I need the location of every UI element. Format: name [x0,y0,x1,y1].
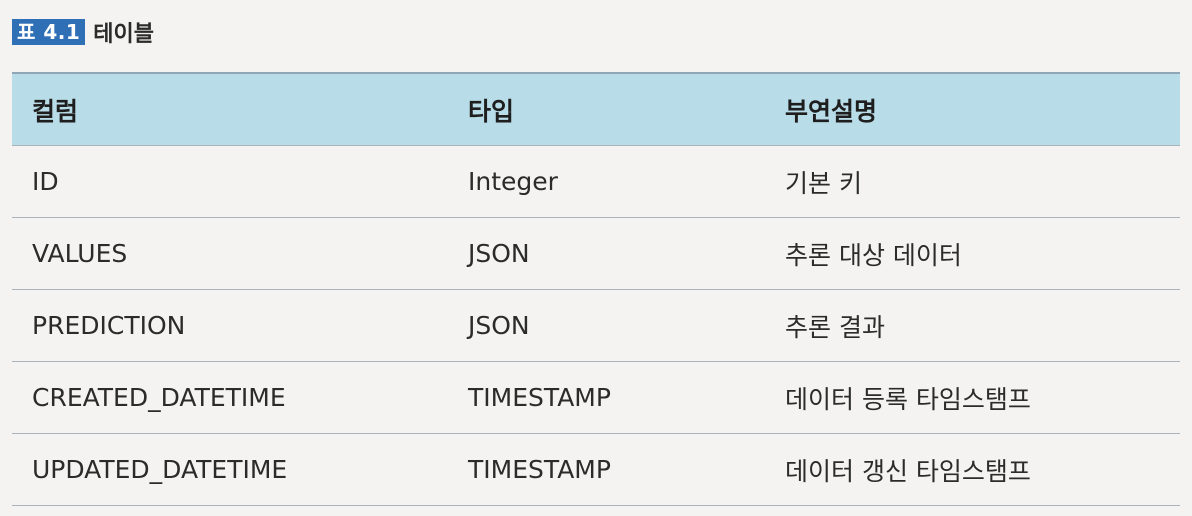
table-number-badge: 표 4.1 [12,19,86,45]
table-row: UPDATED_DATETIME TIMESTAMP 데이터 갱신 타임스탬프 [12,434,1180,506]
cell-type: JSON [468,311,530,340]
cell-column: PREDICTION [32,311,186,340]
header-column: 컬럼 [32,96,79,126]
cell-description: 데이터 등록 타임스탬프 [785,384,1031,414]
data-table: 컬럼 타입 부연설명 ID Integer 기본 키 VALUES JSON 추… [12,72,1180,506]
cell-column: ID [32,167,59,196]
cell-type: Integer [468,167,558,196]
cell-description: 추론 대상 데이터 [785,240,962,270]
table-row: CREATED_DATETIME TIMESTAMP 데이터 등록 타임스탬프 [12,362,1180,434]
table-row: VALUES JSON 추론 대상 데이터 [12,218,1180,290]
cell-column: CREATED_DATETIME [32,383,286,412]
cell-column: UPDATED_DATETIME [32,455,288,484]
table-title: 테이블 [93,22,155,47]
cell-type: TIMESTAMP [468,455,611,484]
table-row: PREDICTION JSON 추론 결과 [12,290,1180,362]
table-row: ID Integer 기본 키 [12,146,1180,218]
cell-column: VALUES [32,239,128,268]
table-caption: 표 4.1 테이블 [12,14,154,50]
cell-description: 기본 키 [785,168,862,198]
cell-description: 데이터 갱신 타임스탬프 [785,456,1031,486]
cell-type: TIMESTAMP [468,383,611,412]
cell-type: JSON [468,239,530,268]
cell-description: 추론 결과 [785,312,885,342]
header-description: 부연설명 [785,96,878,126]
header-type: 타입 [468,96,515,126]
table-header-row: 컬럼 타입 부연설명 [12,72,1180,146]
